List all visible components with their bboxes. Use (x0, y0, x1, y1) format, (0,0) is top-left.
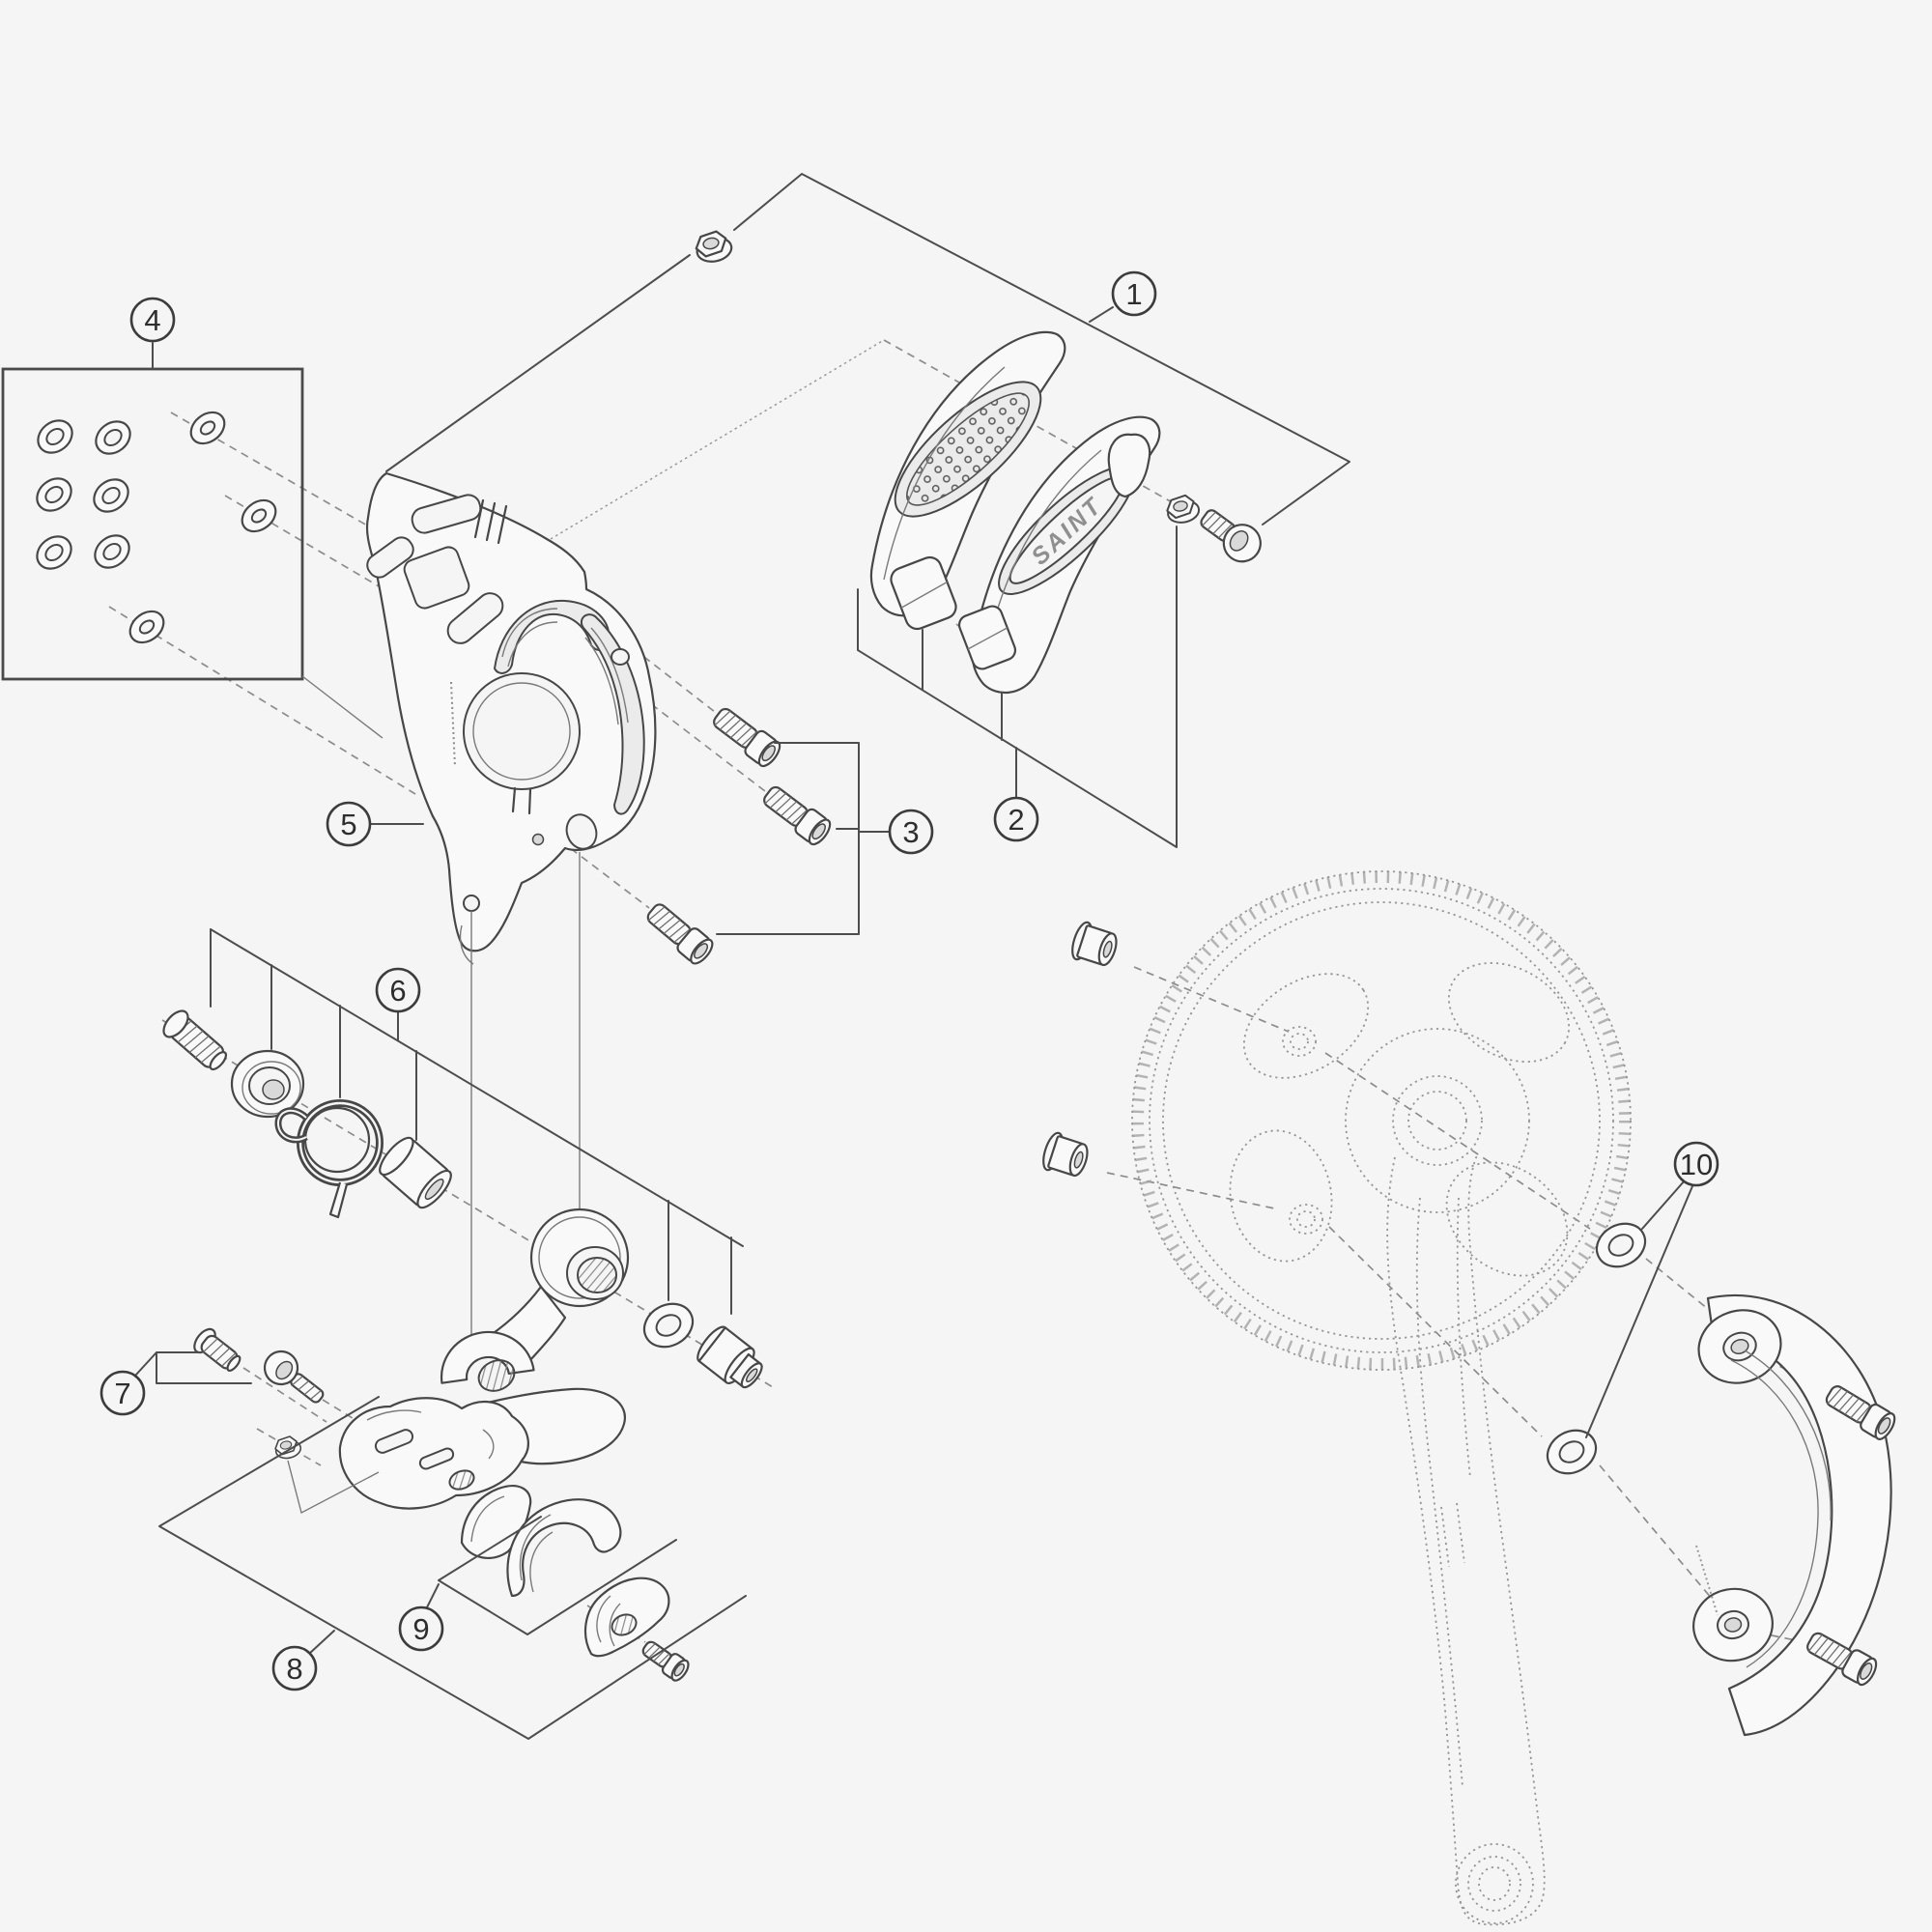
washer (235, 493, 283, 539)
svg-text:3: 3 (902, 815, 919, 849)
callout-6: 6 (375, 967, 421, 1013)
callout-7: 7 (99, 1370, 146, 1416)
leader-lines (134, 173, 1693, 1740)
guide-top-nut (692, 227, 735, 267)
spider-hole-upper (1282, 1026, 1317, 1057)
part8-lower-guide-body (272, 1397, 529, 1515)
callout-10: 10 (1673, 1141, 1719, 1187)
svg-text:7: 7 (114, 1377, 130, 1410)
part6-tensioner-hardware (162, 1009, 763, 1389)
callout-1: 1 (1111, 270, 1157, 317)
part9-lower-pads (460, 1485, 693, 1685)
guide-side-nut (1163, 492, 1203, 526)
crank-arm (1386, 1154, 1546, 1926)
backplate-bb-opening (463, 672, 581, 790)
callout-3: 3 (888, 809, 934, 855)
tension-bushing (379, 1136, 452, 1209)
svg-text:6: 6 (389, 974, 406, 1008)
svg-text:4: 4 (144, 303, 160, 337)
guide-pad-a (890, 555, 957, 631)
part7-adjuster-bolts (193, 1327, 325, 1404)
callout-2: 2 (993, 796, 1039, 842)
guide-fixing-bolt (1200, 509, 1262, 563)
tension-roller (230, 1049, 305, 1119)
guide-pad-b (957, 605, 1017, 670)
chainring-bolt-lower (1038, 1129, 1094, 1182)
pivot-washer (636, 1294, 701, 1356)
chainring-teeth (1132, 871, 1631, 1370)
part10-guard-washers (1539, 1214, 1654, 1483)
svg-text:9: 9 (412, 1612, 429, 1646)
guide-mount-ear (1107, 433, 1151, 498)
guide-plate-left (869, 330, 1066, 617)
callout-9: 9 (398, 1605, 444, 1652)
guard-ear-upper (1697, 1309, 1782, 1384)
svg-text:8: 8 (286, 1652, 302, 1686)
part5-backplate (365, 471, 657, 1335)
guard-ear-lower (1692, 1587, 1774, 1662)
chainring-bolts (1038, 919, 1122, 1182)
svg-text:1: 1 (1125, 277, 1142, 311)
part4-spacer-box (1, 367, 384, 739)
part1-upper-guide-unit: SAINT (692, 227, 1262, 695)
svg-text:2: 2 (1008, 803, 1024, 837)
pivot-spacer (696, 1325, 763, 1389)
mount-bolt-1 (707, 701, 785, 771)
arm-pivot-hole (477, 1359, 516, 1392)
catcher-screw (638, 1635, 693, 1685)
spider-hole-lower (1289, 1204, 1323, 1235)
callouts: 1 2 3 4 5 6 7 8 9 10 (99, 270, 1719, 1691)
tension-bolt (162, 1009, 228, 1071)
callout-8: 8 (271, 1645, 318, 1691)
chainring-bolt-upper (1067, 919, 1122, 972)
guide-tread-texture (906, 392, 1030, 506)
svg-text:10: 10 (1680, 1148, 1713, 1181)
pedal-boss (1455, 1843, 1534, 1924)
guard-washer-lower (1539, 1421, 1605, 1483)
bash-guard (1692, 1293, 1900, 1737)
tension-spring (274, 1099, 384, 1219)
arm-bearing-bore (577, 1257, 617, 1293)
part2-guide-pads (890, 555, 1017, 670)
mount-bolt-2 (757, 780, 836, 849)
callout-5: 5 (326, 801, 372, 847)
adjuster-bolt-large (263, 1350, 325, 1404)
adjuster-bolt-small (193, 1327, 242, 1373)
crankset-phantom (1131, 870, 1632, 1926)
callout-4: 4 (129, 297, 176, 343)
washer (123, 604, 171, 650)
svg-text:5: 5 (340, 808, 356, 841)
lower-pad-shell (506, 1498, 622, 1598)
mount-bolt-3 (641, 897, 718, 969)
